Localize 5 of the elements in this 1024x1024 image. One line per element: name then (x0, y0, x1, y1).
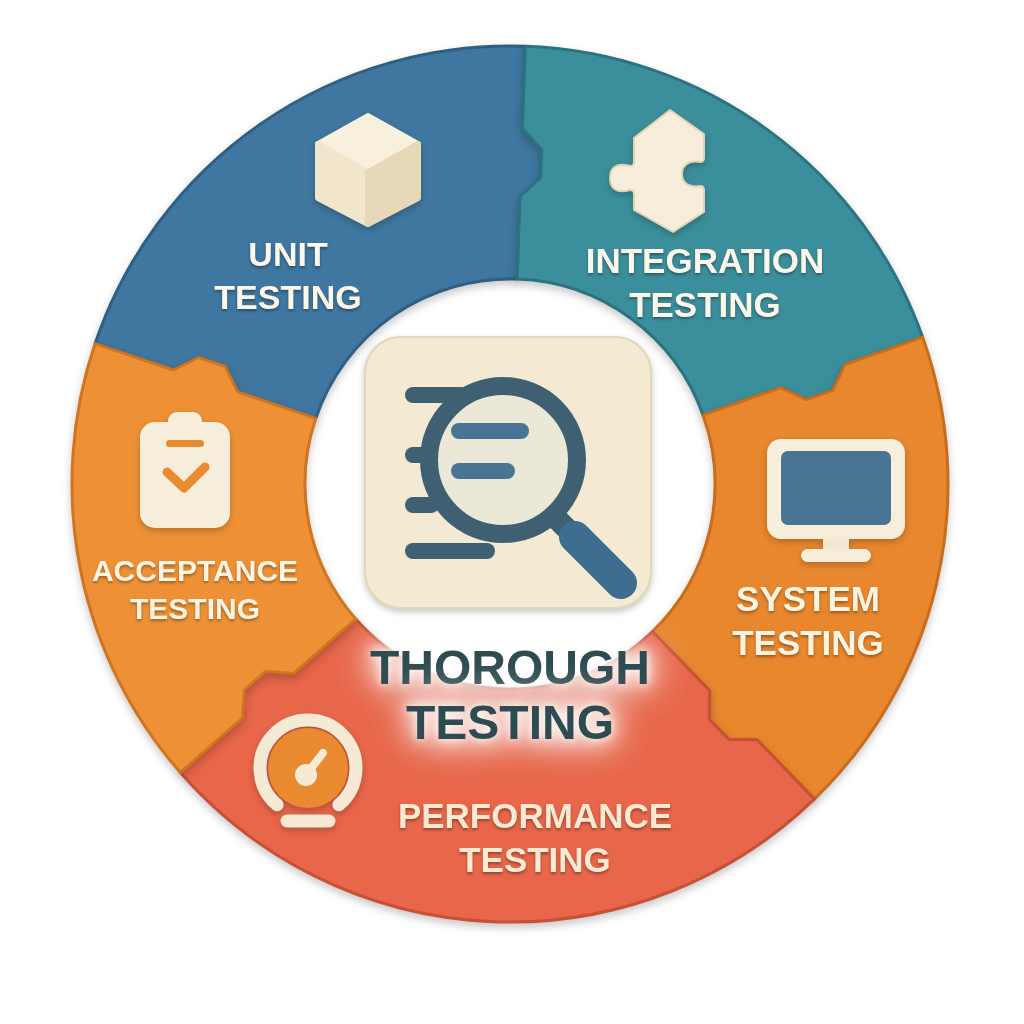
segment-label: ACCEPTANCE TESTING (91, 552, 299, 626)
segment-label: INTEGRATION TESTING (585, 240, 825, 326)
segment-label: SYSTEM TESTING (732, 578, 884, 664)
segment-label: PERFORMANCE TESTING (397, 795, 673, 881)
segment-label: UNIT TESTING (214, 233, 362, 317)
